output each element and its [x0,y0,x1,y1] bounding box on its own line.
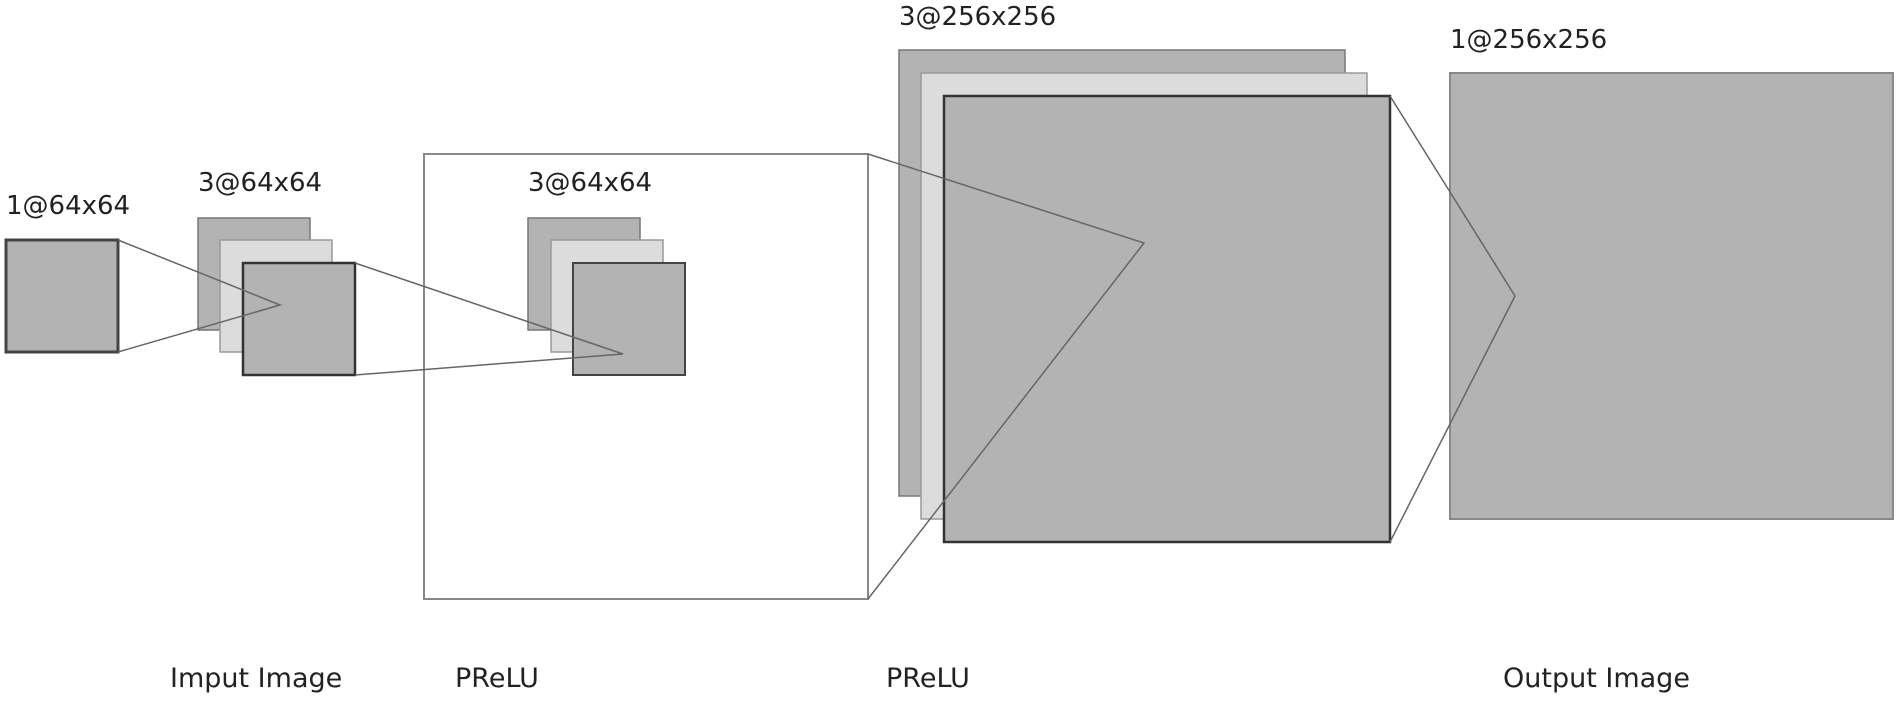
prelu-region-box [423,153,869,600]
shape-label-stack2: 3@64x64 [528,168,653,198]
caption-output-image: Output Image [1503,663,1690,694]
connector-stack1-to-stack2 [354,262,624,376]
stack1-map-front [241,261,357,377]
shape-label-stack3: 3@256x256 [899,2,1057,32]
shape-label-input: 1@64x64 [6,191,131,221]
caption-input-image: Imput Image [170,663,343,694]
caption-prelu-2: PReLU [886,663,970,694]
shape-label-output: 1@256x256 [1450,25,1608,55]
output-feature-map [1449,72,1894,520]
connector-input-to-stack1 [117,239,283,353]
connector-stack3-to-output [1389,95,1516,543]
input-feature-map [4,238,120,354]
stack3-map-front [942,94,1392,544]
caption-prelu-1: PReLU [455,663,539,694]
stack2-map-front [572,262,686,376]
shape-label-stack1: 3@64x64 [198,168,323,198]
connector-lines [117,95,1516,600]
connector-box-to-stack3 [867,153,1146,600]
